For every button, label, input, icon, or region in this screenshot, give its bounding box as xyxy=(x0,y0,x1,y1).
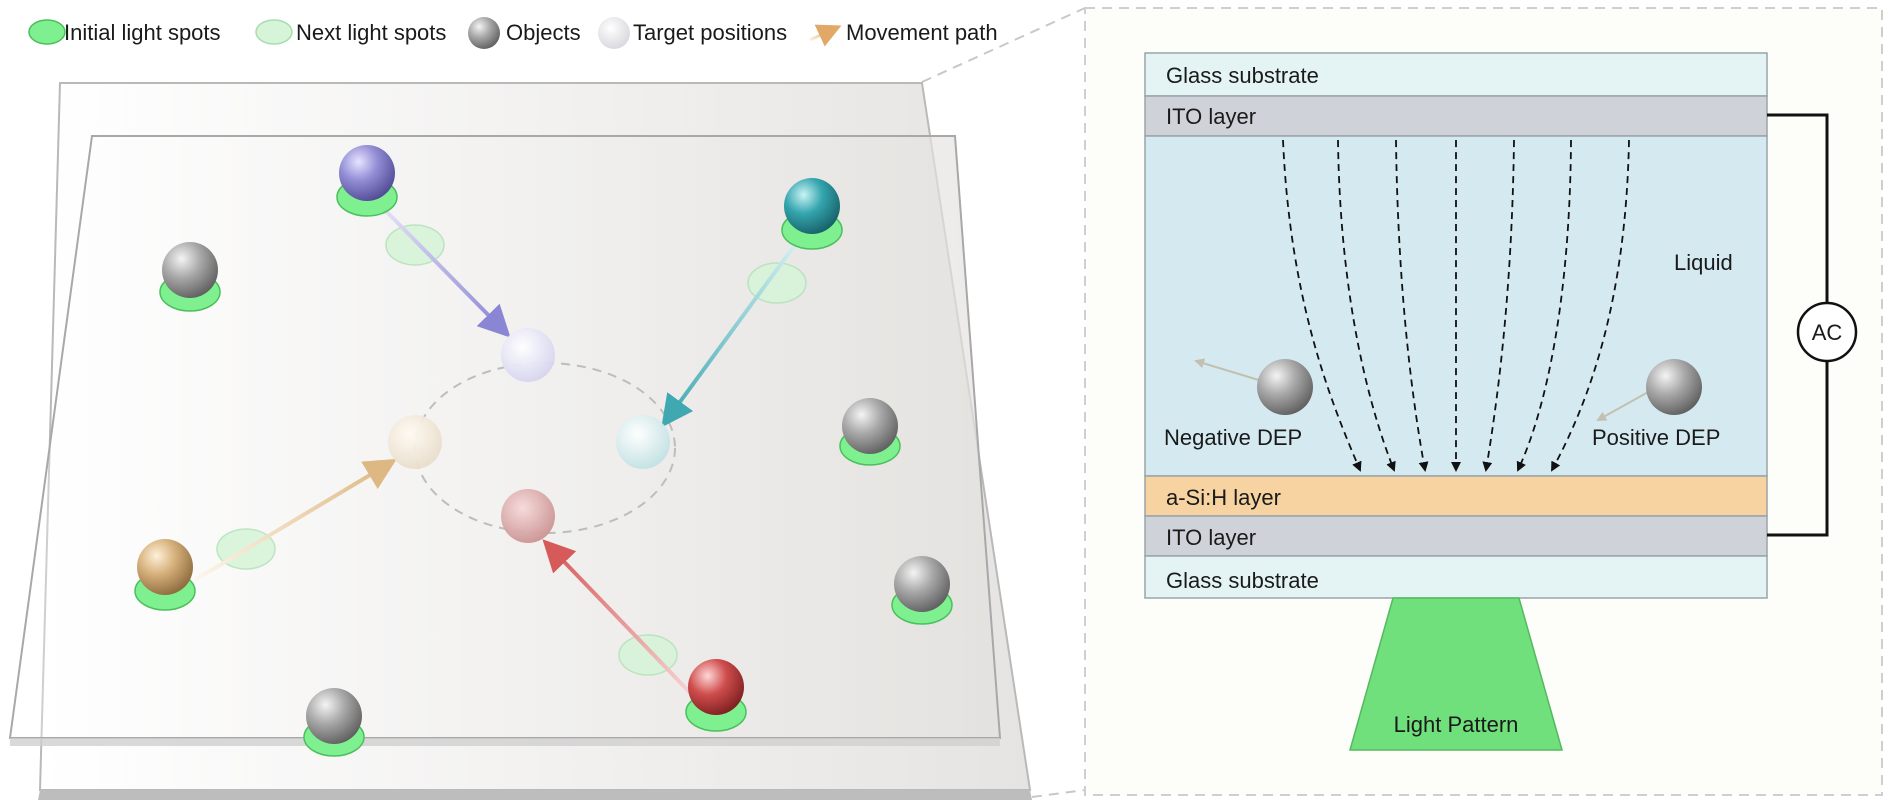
legend-initial-spots-label: Initial light spots xyxy=(64,20,221,45)
legend-objects: Objects xyxy=(468,17,581,49)
glass-substrate-bottom-label: Glass substrate xyxy=(1166,568,1319,593)
positive-dep-label: Positive DEP xyxy=(1592,425,1720,450)
glass-substrate-bottom xyxy=(1144,555,1768,599)
legend-objects-label: Objects xyxy=(506,20,581,45)
asi-layer xyxy=(1144,475,1768,517)
object-grey xyxy=(894,556,950,612)
next-spot xyxy=(747,262,807,304)
ito-layer-bottom xyxy=(1144,515,1768,557)
top-plate-edge xyxy=(10,738,1000,746)
ito-layer-top-label: ITO layer xyxy=(1166,104,1256,129)
negative-dep-label: Negative DEP xyxy=(1164,425,1302,450)
legend-targets-label: Target positions xyxy=(633,20,787,45)
movement-arrow-icon xyxy=(809,24,842,47)
object-grey xyxy=(162,242,218,298)
object-purple xyxy=(339,145,395,201)
object-grey xyxy=(842,398,898,454)
light-pattern-label: Light Pattern xyxy=(1394,712,1519,737)
legend-movement: Movement path xyxy=(809,20,998,47)
electric-field-lines xyxy=(1282,139,1630,472)
ac-source xyxy=(1796,301,1858,363)
negative-dep-particle xyxy=(1257,359,1313,415)
target-position-tan xyxy=(388,415,442,469)
positive-dep-particle xyxy=(1646,359,1702,415)
asi-layer-label: a-Si:H layer xyxy=(1166,485,1281,510)
bottom-plate-edge xyxy=(38,790,1032,800)
legend-next-spots-label: Next light spots xyxy=(296,20,446,45)
zoom-connector-top xyxy=(921,7,1086,83)
field-line xyxy=(1395,139,1429,472)
legend-initial-spots: Initial light spots xyxy=(28,19,221,45)
object-red xyxy=(688,659,744,715)
movement-path-teal xyxy=(661,236,802,428)
target-position-red xyxy=(501,489,555,543)
target-swatch xyxy=(598,17,630,49)
negative-dep-arrow xyxy=(1194,358,1263,382)
ito-layer-top xyxy=(1144,95,1768,137)
target-position-purple xyxy=(501,328,555,382)
next-spot-swatch xyxy=(255,19,293,45)
initial-spot-swatch xyxy=(28,19,66,45)
object-swatch xyxy=(468,17,500,49)
oet-cell: Glass substrate ITO layer Liquid a-Si:H … xyxy=(1144,52,1858,751)
object-tan xyxy=(137,539,193,595)
positive-dep-arrow xyxy=(1596,390,1651,421)
light-pattern-beam xyxy=(1349,597,1563,751)
liquid-label: Liquid xyxy=(1674,250,1733,275)
objects xyxy=(137,145,950,744)
ito-layer-bottom-label: ITO layer xyxy=(1166,525,1256,550)
object-teal xyxy=(784,178,840,234)
movement-path-tan xyxy=(193,458,397,582)
field-line xyxy=(1482,139,1515,472)
field-line xyxy=(1337,139,1396,472)
movement-path-purple xyxy=(383,208,511,338)
field-line xyxy=(1551,139,1630,472)
zoom-connector-bottom xyxy=(1031,789,1086,798)
target-position-teal xyxy=(616,415,670,469)
legend-movement-label: Movement path xyxy=(846,20,998,45)
object-grey xyxy=(306,688,362,744)
movement-paths xyxy=(193,208,802,705)
legend: Initial light spots Next light spots Obj… xyxy=(28,17,998,49)
glass-substrate-top-label: Glass substrate xyxy=(1166,63,1319,88)
legend-next-spots: Next light spots xyxy=(255,19,446,45)
legend-targets: Target positions xyxy=(598,17,787,49)
target-positions xyxy=(388,328,670,543)
field-line xyxy=(1516,139,1572,472)
movement-path-red xyxy=(542,539,702,705)
field-line xyxy=(1282,139,1362,472)
ac-source-label: AC xyxy=(1812,320,1843,345)
glass-substrate-top xyxy=(1144,52,1768,97)
